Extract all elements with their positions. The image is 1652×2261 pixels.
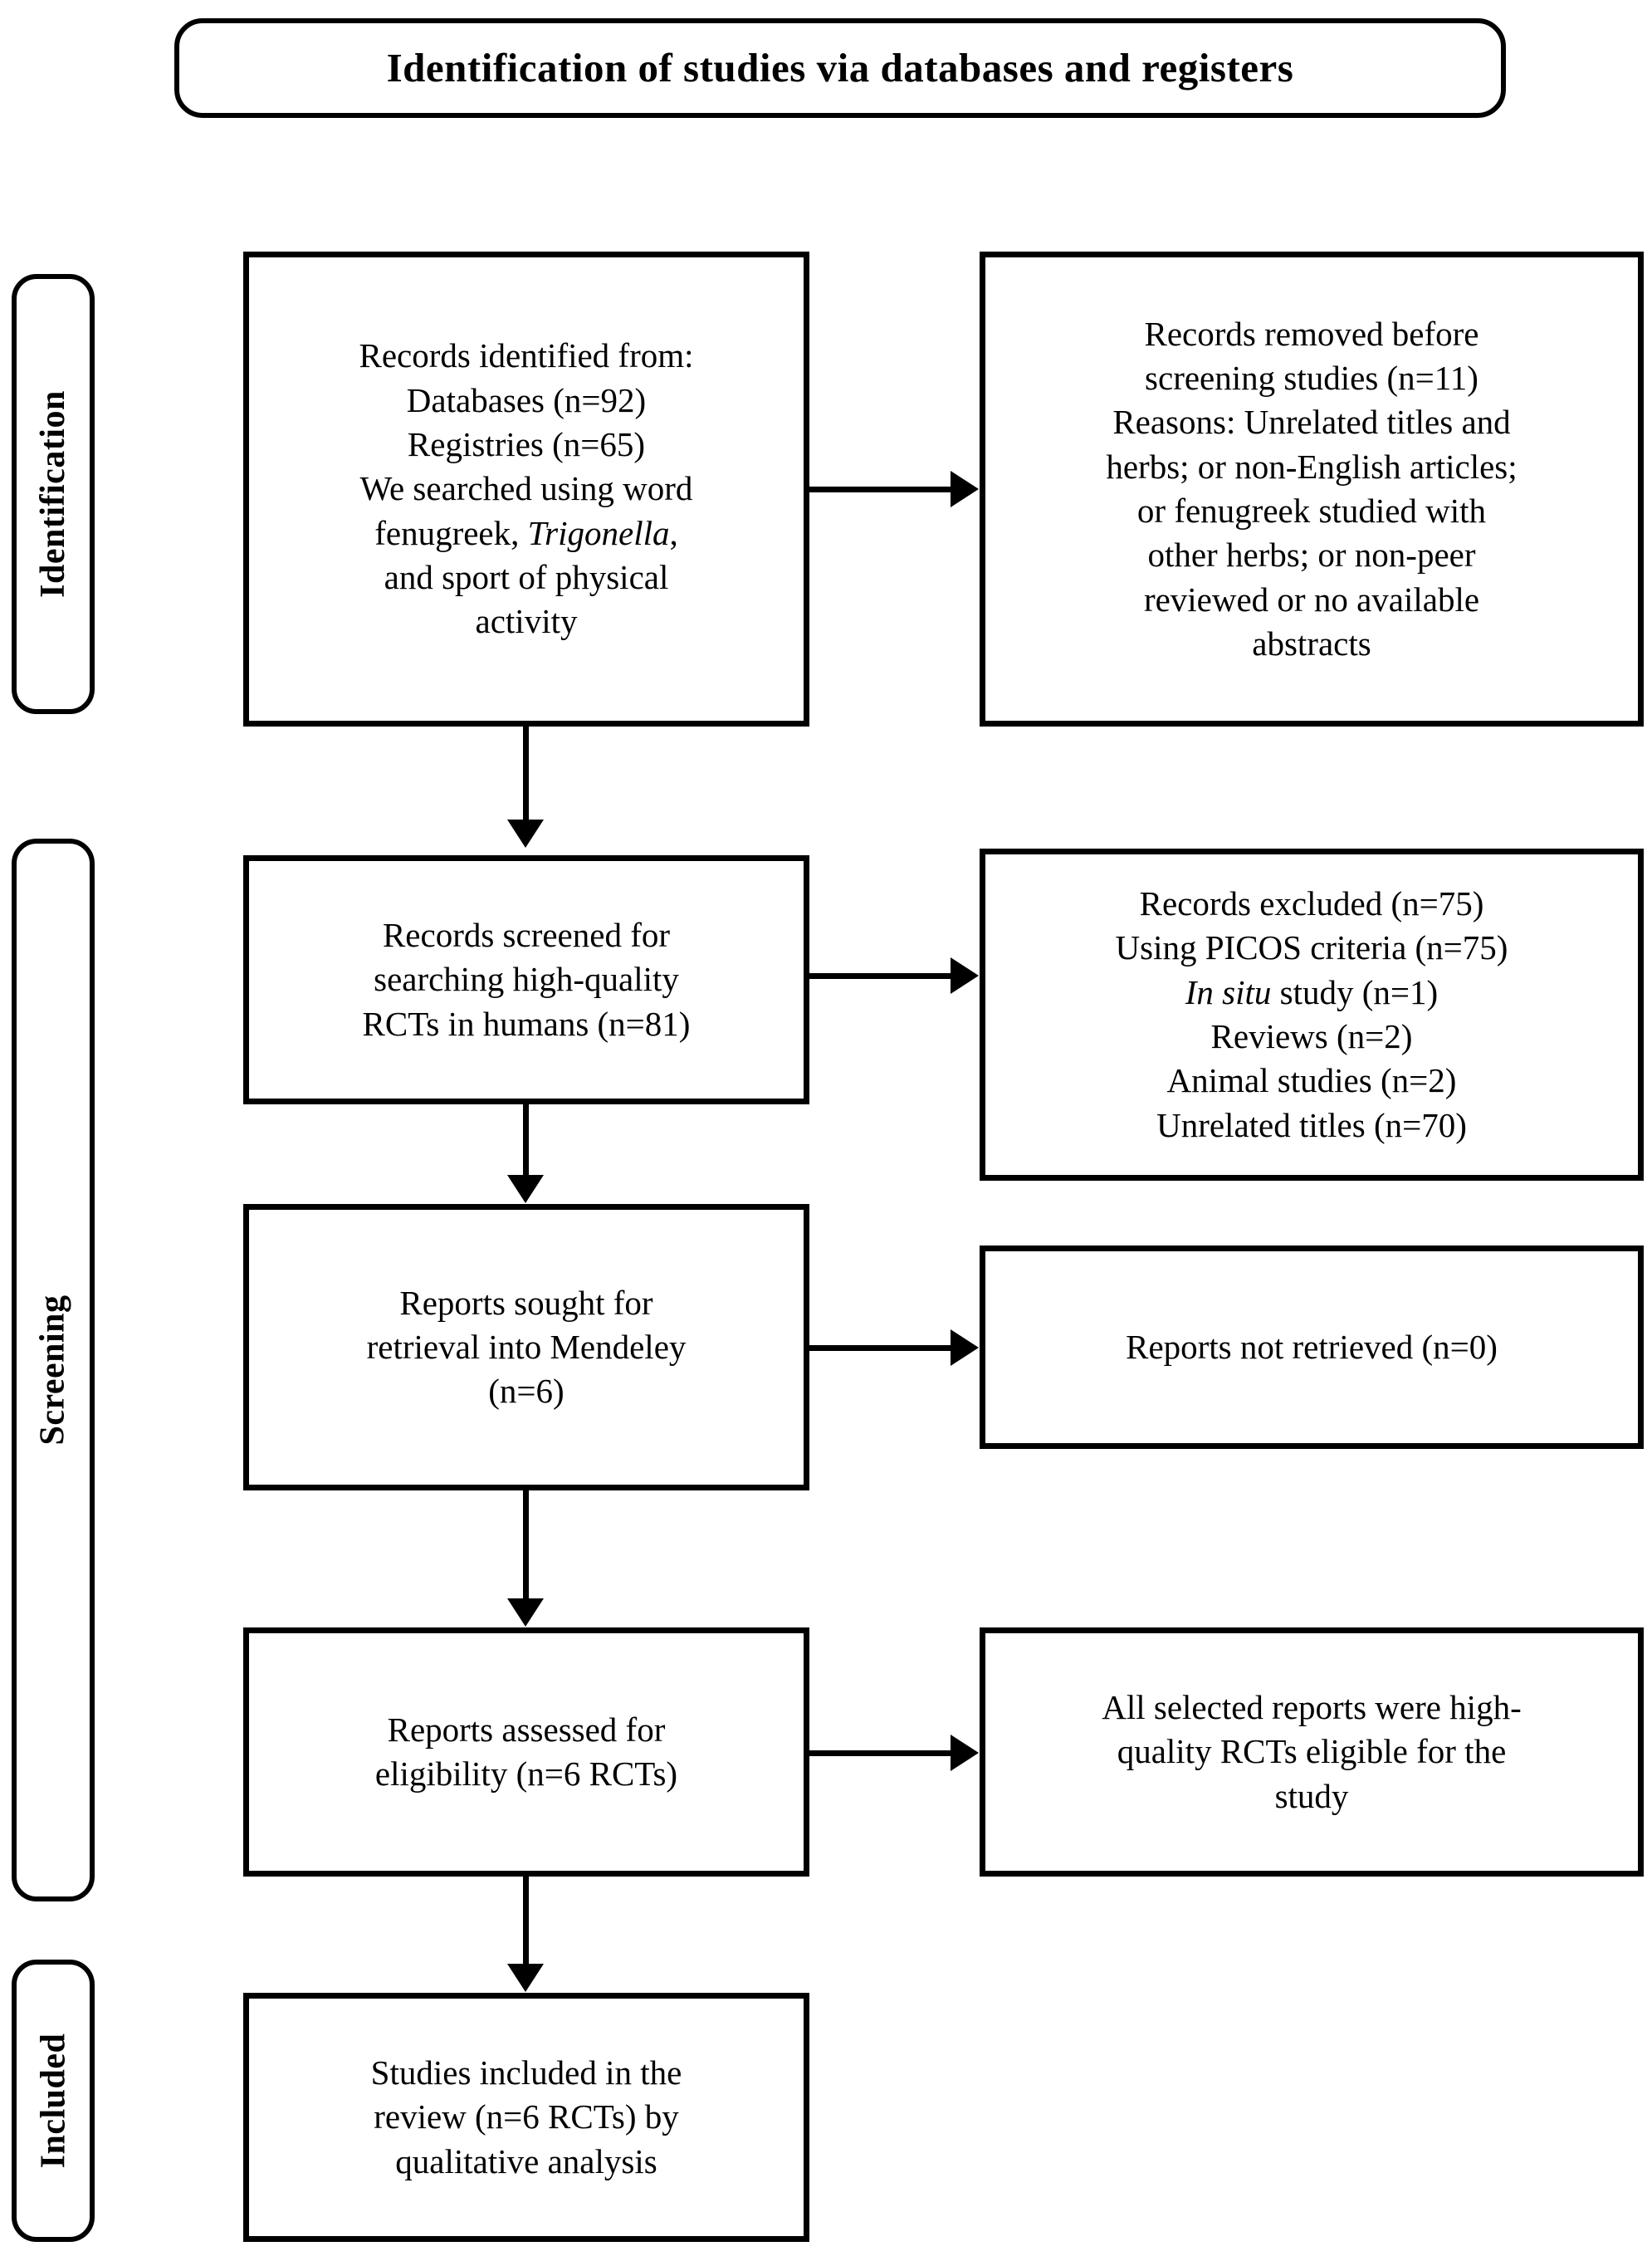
phase-label-screening-text: Screening [34,1294,72,1446]
connector-sought-to-assessed [523,1490,529,1598]
arrow-right-icon [951,471,979,507]
connector-assessed-to-included [523,1877,529,1964]
phase-label-identification: Identification [12,274,95,714]
arrow-down-icon [507,1964,544,1992]
connector-identified-to-screened [523,727,529,820]
box-all-selected-reports-text: All selected reports were high-quality R… [1102,1688,1522,1815]
phase-header-box: Identification of studies via databases … [174,18,1506,118]
box-reports-not-retrieved-text: Reports not retrieved (n=0) [1126,1327,1498,1366]
box-all-selected-reports: All selected reports were high-quality R… [980,1627,1644,1877]
phase-label-included: Included [12,1960,95,2242]
connector-screened-to-excluded [809,973,951,979]
box-records-identified-text: Records identified from:Databases (n=92)… [359,336,694,641]
arrow-down-icon [507,1175,544,1203]
box-records-identified: Records identified from:Databases (n=92)… [243,252,809,727]
phase-label-screening: Screening [12,839,95,1901]
connector-sought-to-not-retrieved [809,1345,951,1351]
box-records-excluded-text: Records excluded (n=75)Using PICOS crite… [1115,884,1508,1144]
connector-identified-to-removed [809,487,951,492]
arrow-right-icon [951,1735,979,1771]
arrow-down-icon [507,1598,544,1627]
arrow-down-icon [507,820,544,848]
box-reports-not-retrieved: Reports not retrieved (n=0) [980,1246,1644,1449]
connector-assessed-to-all-selected [809,1750,951,1756]
phase-label-identification-text: Identification [34,390,73,598]
arrow-right-icon [951,957,979,994]
phase-label-included-text: Included [34,2033,73,2169]
box-records-excluded: Records excluded (n=75)Using PICOS crite… [980,849,1644,1181]
page-title: Identification of studies via databases … [386,45,1294,91]
arrow-right-icon [951,1329,979,1366]
connector-screened-to-sought [523,1104,529,1175]
